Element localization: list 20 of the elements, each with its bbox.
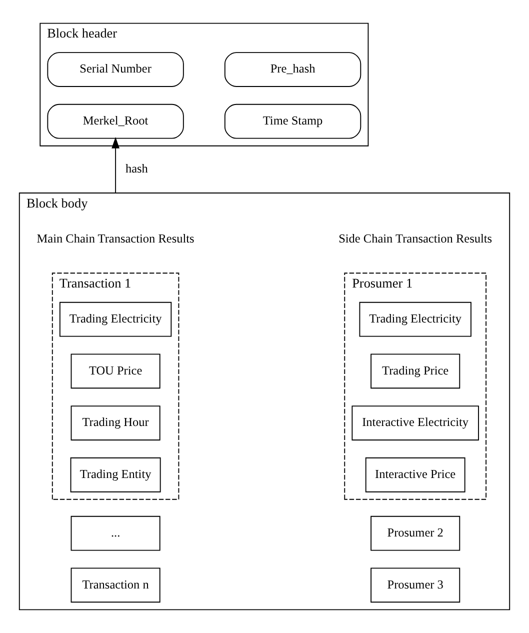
label: Side Chain Transaction Results [338,231,492,246]
node-box: TOU Price [70,354,160,389]
node-box: Serial Number [47,52,184,87]
node-box: Pre_hash [224,52,362,87]
node-box: Time Stamp [224,104,362,139]
node-box: Interactive Electricity [352,406,479,440]
node-box: Trading Electricity [59,302,172,337]
node-box: Prosumer 3 [370,568,460,603]
edge-label: hash [125,162,148,176]
arrow [112,137,120,194]
node-box: Interactive Price [365,457,466,492]
node-box: ... [70,516,160,551]
node-box: Trading Entity [70,457,161,492]
node-box: Trading Hour [70,406,160,440]
node-box: Trading Electricity [359,302,472,337]
node-box: Trading Price [370,354,460,389]
node-box: Prosumer 2 [370,516,460,551]
node-box: Transaction n [70,568,160,603]
node-box: Merkel_Root [47,104,184,139]
label: Main Chain Transaction Results [36,231,194,246]
